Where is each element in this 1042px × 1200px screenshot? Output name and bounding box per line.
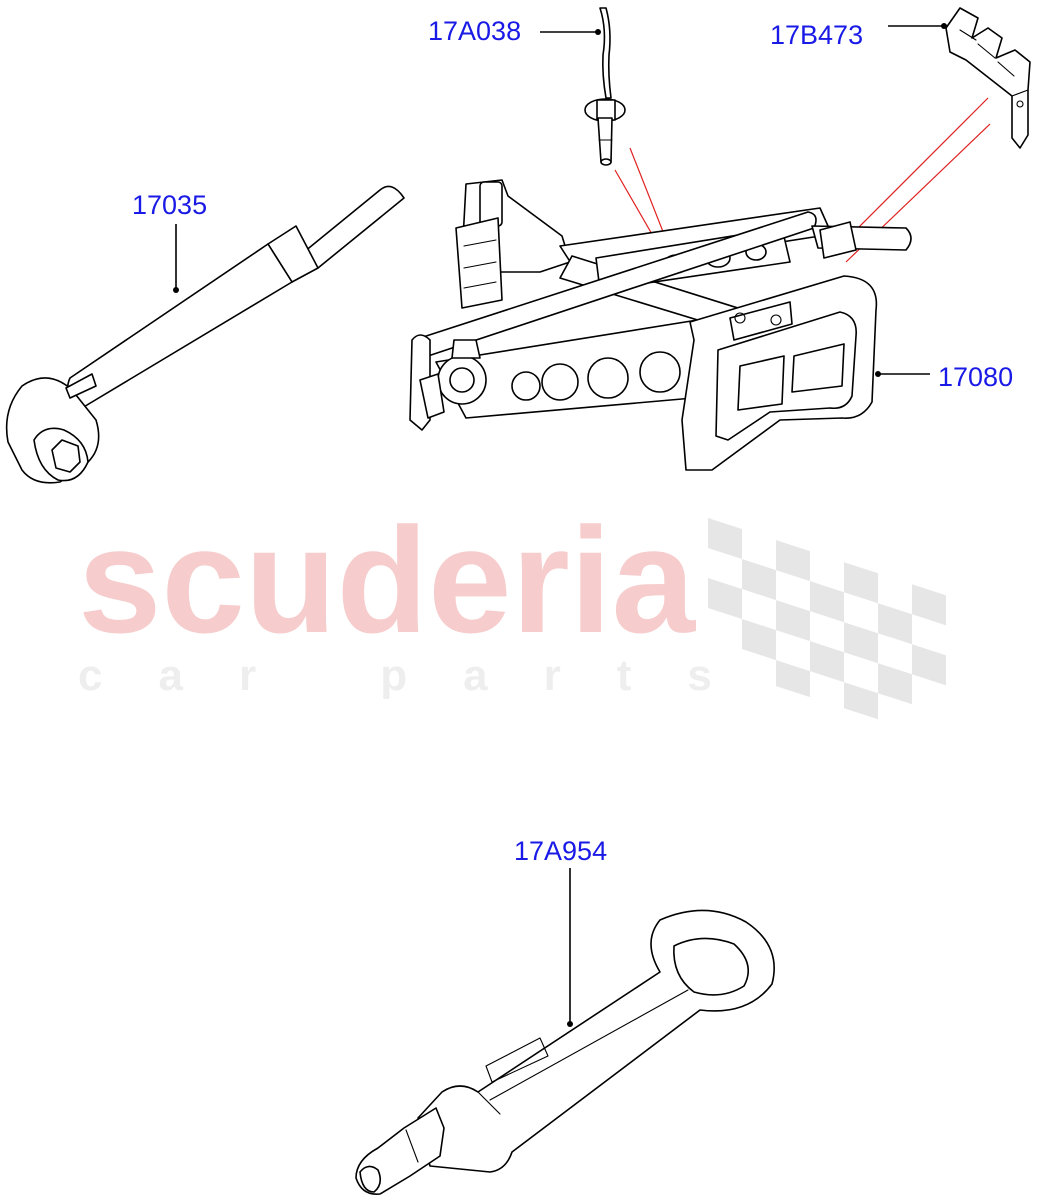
part-17A954-towing-eye[interactable] xyxy=(355,909,775,1195)
callout-label-17B473: 17B473 xyxy=(770,20,863,50)
part-17A038-pin[interactable] xyxy=(584,7,626,166)
callout-label-17080: 17080 xyxy=(938,362,1013,392)
part-17B473-bracket[interactable] xyxy=(945,7,1031,149)
watermark: scuderia car parts xyxy=(78,496,946,720)
callout-label-17035: 17035 xyxy=(132,190,207,220)
callout-17080[interactable]: 17080 xyxy=(875,362,1013,392)
callout-17035[interactable]: 17035 xyxy=(132,190,207,293)
callout-17A038[interactable]: 17A038 xyxy=(428,16,601,46)
part-17080-scissor-jack[interactable] xyxy=(409,179,912,471)
checkered-flag-icon xyxy=(708,518,946,720)
callout-17B473[interactable]: 17B473 xyxy=(770,20,947,50)
callout-label-17A038: 17A038 xyxy=(428,16,521,46)
watermark-brand: scuderia xyxy=(78,496,697,664)
callout-17A954[interactable]: 17A954 xyxy=(514,836,607,1027)
part-17035-wheel-brace[interactable] xyxy=(5,185,405,484)
watermark-tagline: car parts xyxy=(78,651,768,700)
callout-label-17A954: 17A954 xyxy=(514,836,607,866)
